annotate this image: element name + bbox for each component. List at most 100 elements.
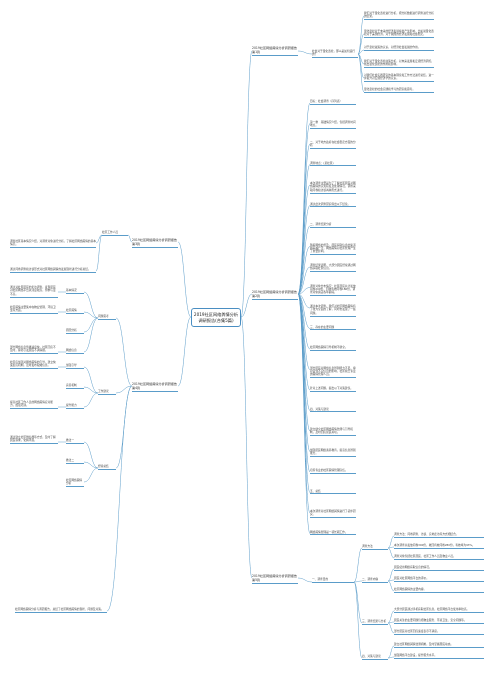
branch-4-item[interactable]: 做法一	[66, 438, 84, 444]
branch-2-item[interactable]: 二、调查结果分析	[310, 222, 356, 228]
branch-3-leaf[interactable]: 通过问卷调查和访谈形式对社区网络舆情的发展现状进行分析总结。	[10, 267, 96, 273]
branch-2-item[interactable]: 随着网络的普及，居民获取信息的渠道越来越广泛，网络舆情对社区管理产生了重要影响。	[310, 242, 356, 256]
branch-4-leaf[interactable]: 社区舆情主要集中在物业管理、环境卫生等方面。	[10, 305, 58, 315]
branch-2-item[interactable]: 网络舆情管理是一项长期工作。	[310, 530, 356, 536]
branch-5-leaf[interactable]: 大部分居民通过手机获取社区信息，社区网络平台使用率较高。	[394, 607, 484, 613]
branch-2-item[interactable]: 第一章 基础情况介绍，包括调查时间地点。	[310, 119, 356, 129]
branch-4-leaf[interactable]: 通过对社区居民的走访调查，发现居民对社区网络平台关注度较高，但参与度不高。	[10, 285, 58, 298]
branch-4-group[interactable]: 问题思考	[98, 314, 116, 320]
connector	[353, 580, 363, 583]
connector	[387, 580, 395, 592]
branch-4-item[interactable]: 完善机制	[66, 383, 84, 389]
connector	[297, 577, 313, 583]
connector	[387, 656, 395, 659]
connector	[95, 234, 103, 244]
connector	[387, 547, 395, 559]
branch-2-item[interactable]: 社区网络舆情引导机制不健全。	[310, 345, 356, 351]
branch-4-item[interactable]: 提升能力	[66, 403, 84, 409]
branch-2-item[interactable]: 培养专业的社区舆情管理队伍。	[310, 468, 356, 474]
branch-4-leaf[interactable]: 部分网络信息传播速度快，社区回应不及时，容易引发居民不满情绪。	[10, 345, 58, 355]
branch-2-item[interactable]: 三、存在的主要问题	[310, 325, 356, 331]
connector	[387, 622, 395, 634]
branch-3-subnode[interactable]: 社区工作人员	[102, 230, 128, 236]
branch-2-item[interactable]: 本次调查对社区网络舆情进行了初步研究。	[310, 509, 356, 519]
branch-2-item[interactable]: 本次调查主要是为了了解社区居民对网络舆情的认知程度及处理情况，调查采取问卷和访谈…	[310, 181, 356, 194]
connector	[83, 291, 99, 319]
connector	[115, 385, 133, 394]
branch-5-leaf[interactable]: 调查方法：问卷调查、访谈、实地走访等方式相结合。	[394, 532, 484, 538]
branch-2-item[interactable]: 针对上述问题，提出以下对策建议。	[310, 386, 356, 392]
connector	[353, 581, 363, 659]
branch-2-item[interactable]: 通过此次调查研究得出以下结论。	[310, 202, 356, 208]
branch-1-leaf[interactable]: 量化宽松的社会实践和学习的研究和思考。	[364, 87, 434, 93]
branch-5-leaf[interactable]: 部分居民对社区回应速度表示不满意。	[394, 629, 484, 635]
branch-4-group[interactable]: 经验总结	[98, 464, 116, 470]
branch-5-group[interactable]: 调查方法	[362, 544, 388, 550]
branch-1-leaf[interactable]: 对我们社会实践研究的基本理论和工作方法进行总结，进一步提升对宏观经济学的认识。	[364, 73, 434, 83]
branch-2-item[interactable]: 通过本次调查，我们对社区网络舆情有了较为全面的了解，同时也发现了一些问题。	[310, 304, 356, 317]
connector	[240, 50, 253, 318]
connector	[297, 246, 311, 295]
connector	[297, 287, 311, 295]
branch-1-leaf[interactable]: 量化宽松对于未来的经济发展将会产生影响，比如说量化宽松对于美国经济，对于我国的经…	[364, 29, 434, 39]
branch-4-item[interactable]: 基本情况	[66, 288, 84, 294]
branch-4-item[interactable]: 做法二	[66, 458, 84, 464]
branch-2-item[interactable]: 目标：社会调查（序列表）	[310, 99, 356, 105]
branch-5-leaf[interactable]: 居民关注的主要问题包括物业服务、环境卫生、安全问题等。	[394, 618, 484, 624]
branch-4-group[interactable]: 工作建议	[98, 389, 116, 395]
connector	[127, 234, 133, 243]
branch-2-item[interactable]: 部分居民对网络信息辨别能力不足，容易受到不实信息的影响，社区缺乏专业的舆情管理人…	[310, 365, 356, 379]
branch-2-item[interactable]: 调查地点：(某社区)	[310, 161, 356, 167]
branch-2-item[interactable]: 调查结果表明，大部分居民经常通过网络获取社区信息。	[310, 263, 356, 273]
root-node[interactable]: 2019社区网络舆情分析调研报告(合集5篇)	[191, 308, 241, 327]
branch-2-item[interactable]: 建立健全社区网络舆情监测与引导机制，及时回应居民关切。	[310, 427, 356, 437]
branch-5-group[interactable]: 二、调查内容	[362, 577, 388, 583]
branch-2-item[interactable]: 调查对象分布情况：社区居民共计发放问卷200份，回收有效问卷186份，调查对象涵…	[310, 283, 356, 297]
branch-2-item[interactable]: 五、总结	[310, 489, 356, 495]
branch-2-item[interactable]: 四、对策与建议	[310, 407, 356, 413]
branch-1[interactable]: 2019社区网络舆情分析调研报告 第1篇	[252, 46, 298, 56]
connector	[357, 15, 365, 55]
branch-5-leaf[interactable]: 加强网络平台建设，提升服务水平。	[394, 653, 484, 659]
branch-4-item[interactable]: 原因分析	[66, 328, 84, 334]
connector	[83, 317, 99, 333]
branch-4-item[interactable]: 网络信息	[66, 348, 84, 354]
branch-2[interactable]: 2019社区网络舆情分析调研报告 第2篇	[252, 290, 298, 300]
branch-5[interactable]: 2019社区网络舆情分析调研报告 第5篇	[252, 574, 298, 584]
branch-5-group[interactable]: 四、对策与建议	[362, 654, 388, 660]
connector	[83, 467, 99, 483]
branch-4-item[interactable]: 加强引导	[66, 363, 84, 369]
branch-3-label: 2019社区网络舆情分析调研报告 第3篇	[132, 238, 177, 246]
branch-4-item[interactable]: 社区网络舆情分析	[66, 478, 84, 488]
branch-4-leaf[interactable]: 提高社区工作人员的网络舆情应对能力，加强培训。	[10, 400, 58, 410]
branch-1-leaf[interactable]: 我们对于量化宽松政策分析，对未来发展和宏观经济调控，找出量化宽松的作用和影响。	[364, 59, 434, 69]
connector	[353, 581, 363, 624]
connector	[387, 535, 395, 549]
branch-4[interactable]: 2019社区网络舆情分析调研报告 第4篇	[132, 382, 178, 392]
branch-5-subnode[interactable]: 一、调查目的	[312, 577, 354, 583]
connector	[357, 53, 365, 93]
branch-5-leaf[interactable]: 居民使用网络获取信息的情况。	[394, 565, 484, 571]
branch-5-group[interactable]: 三、调查结果与分析	[362, 619, 388, 625]
branch-1-subnode[interactable]: 社会对于量化宽松，那么是如何运行的？	[312, 49, 358, 59]
branch-3[interactable]: 2019社区网络舆情分析调研报告 第3篇	[132, 238, 178, 248]
branch-2-item[interactable]: 二、对于地方政府在社会稳定方面的分析	[310, 140, 356, 150]
branch-5-leaf[interactable]: 调查对象包括社区居民、社区工作人员及物业人员。	[394, 554, 484, 560]
branch-2-item[interactable]: 加强居民网络素养教育，提高信息辨别能力。	[310, 447, 356, 457]
branch-1-leaf[interactable]: 我们对于量化宽松进行分析，把分析数据进行调查进行分析的结果。	[364, 11, 434, 21]
branch-4-leaf[interactable]: 通过建立社区微信群等方式，及时了解居民诉求，化解矛盾。	[10, 435, 58, 445]
branch-4-tail[interactable]: 社区网络舆情分析与调研报告，总结了社区网络舆情的现状、问题及对策。	[15, 607, 107, 613]
branch-5-leaf[interactable]: 建立社区网络舆情监测机制，及时掌握居民动态。	[394, 642, 484, 648]
branch-5-leaf[interactable]: 本次调查共发放问卷300份，收回有效问卷280份，有效率为93%。	[394, 543, 484, 549]
branch-5-leaf[interactable]: 社区网络舆情的主要内容。	[394, 587, 484, 593]
branch-1-leaf[interactable]: 对于宽松政策的认识，对经济社会发展的作用。	[364, 45, 434, 51]
connector	[177, 316, 192, 387]
branch-4-leaf[interactable]: 社区应加强对网络舆情的引导，建立快速反应机制，及时发布权威信息。	[10, 360, 58, 370]
branch-3-leaf[interactable]: 调查社区基本情况介绍，对调查对象进行分析，了解社区网络舆情的基本情况。	[10, 239, 96, 249]
connector	[83, 392, 99, 408]
branch-4-item[interactable]: 社区舆情	[66, 308, 84, 314]
connector	[353, 547, 363, 583]
branch-5-leaf[interactable]: 居民对社区网络平台的评价。	[394, 576, 484, 582]
